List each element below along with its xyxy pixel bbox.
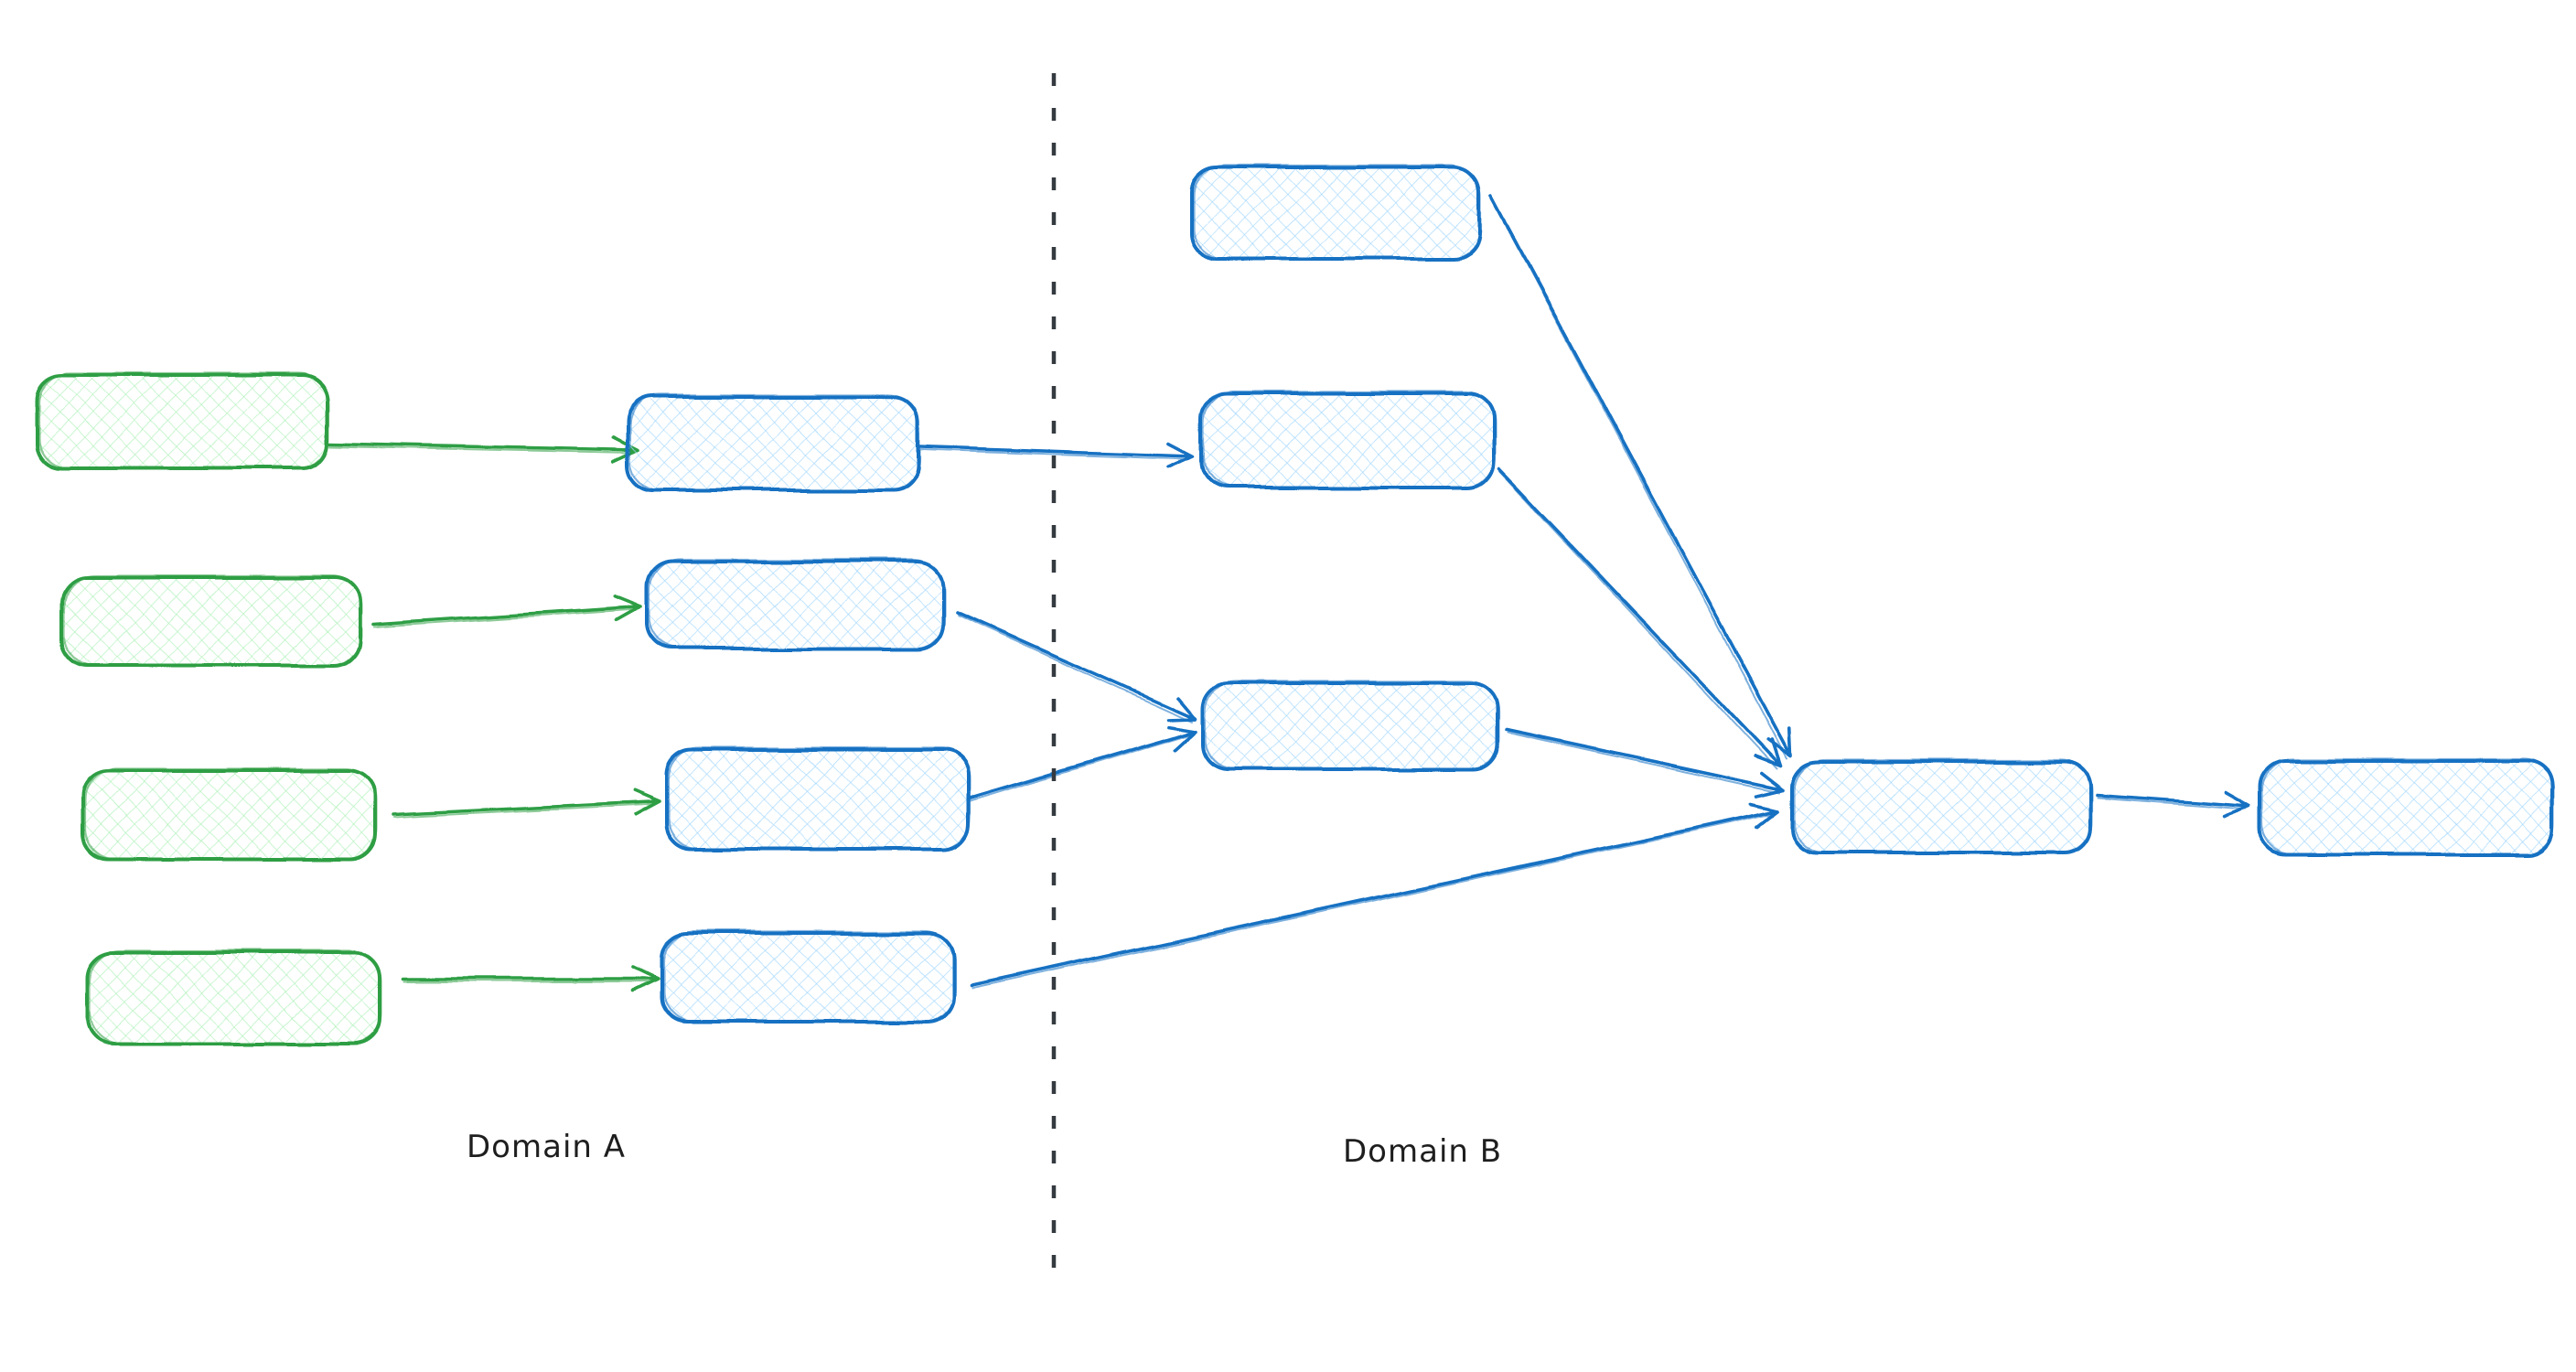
- node-domain-a-stage-2: [645, 558, 946, 650]
- edge-b-node-2-to-hub: [1497, 466, 1783, 769]
- edge-stage-4-to-hub: [970, 802, 1780, 989]
- node-domain-a-source-2: [60, 574, 362, 667]
- node-domain-a-source-3: [80, 767, 378, 861]
- edge-hub-to-output: [2095, 790, 2251, 818]
- node-domain-a-stage-3: [664, 746, 971, 851]
- edge-source-2-to-stage-2: [371, 594, 642, 627]
- edge-stage-2-to-b-node-3: [955, 610, 1197, 722]
- node-domain-a-stage-4: [660, 929, 956, 1024]
- node-domain-b-node-2: [1200, 390, 1496, 489]
- node-domain-a-stage-1: [626, 393, 921, 492]
- node-domain-b-output: [2259, 757, 2556, 856]
- edge-b-node-1-to-hub: [1489, 194, 1793, 759]
- edge-source-4-to-stage-4: [401, 965, 660, 992]
- edge-source-3-to-stage-3: [392, 788, 660, 818]
- node-domain-b-node-3: [1201, 680, 1500, 771]
- domain-a-label: Domain A: [467, 1129, 626, 1165]
- node-domain-b-hub: [1791, 758, 2093, 854]
- edge-stage-3-to-b-node-3: [968, 724, 1197, 801]
- node-domain-a-source-1: [35, 371, 330, 470]
- node-domain-b-node-1: [1189, 164, 1482, 261]
- edge-stage-1-to-b-node-2: [918, 442, 1196, 469]
- domain-b-label: Domain B: [1343, 1133, 1502, 1170]
- node-domain-a-source-4: [86, 949, 382, 1045]
- edge-b-node-3-to-hub: [1505, 728, 1786, 798]
- edges-layer: [327, 194, 2251, 992]
- nodes-layer: [35, 164, 2556, 1045]
- edge-source-1-to-stage-1: [327, 435, 639, 464]
